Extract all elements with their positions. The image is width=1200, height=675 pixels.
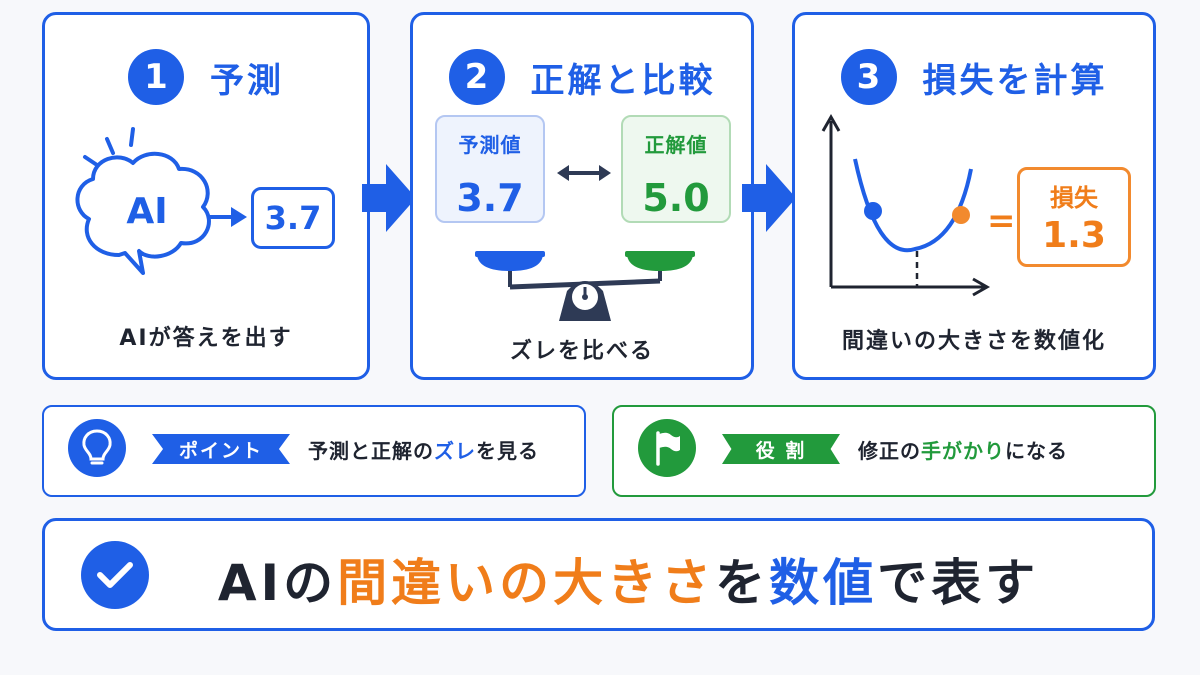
balance-scale-icon <box>475 251 695 321</box>
step1-header: 1 予測 <box>45 49 367 105</box>
flag-icon <box>638 419 696 477</box>
point-text: 予測と正解のズレを見る <box>308 435 539 464</box>
summary-part-e: で表す <box>877 554 1040 612</box>
step3-caption: 間違いの大きさを数値化 <box>841 329 1106 354</box>
thought-bubble-icon <box>75 127 211 275</box>
predicted-value: 3.7 <box>456 176 524 220</box>
flow-arrow-icon <box>362 164 416 232</box>
step1-title: 予測 <box>210 60 284 101</box>
compare-arrows-icon <box>557 165 611 181</box>
true-value: 5.0 <box>642 176 710 220</box>
role-text-highlight-2: がかり <box>942 439 1005 463</box>
checkmark-icon <box>81 541 149 609</box>
summary-part-c: を <box>715 554 770 612</box>
role-text-a: 修正の <box>858 439 921 463</box>
step2-caption: ズレを比べる <box>509 339 654 364</box>
summary-box: AIの間違いの大きさを数値で表す <box>42 518 1155 631</box>
equals-sign: = <box>987 201 1016 241</box>
step2-title: 正解と比較 <box>530 60 716 101</box>
loss-label: 損失 <box>1050 184 1098 212</box>
summary-part-a: AIの <box>217 554 338 612</box>
flow-arrow-icon <box>742 164 796 232</box>
step1-panel: 1 予測 AI 3.7 AIが答えを出す <box>42 12 370 380</box>
true-value-label: 正解値 <box>644 133 708 157</box>
prediction-value-box: 3.7 <box>251 187 335 249</box>
loss-curve-graph-icon <box>821 113 991 297</box>
role-tag: 役 割 <box>722 434 840 464</box>
summary-highlight-error: 間違いの大きさ <box>337 554 716 612</box>
role-tag-label: 役 割 <box>755 439 807 462</box>
arrow-right-icon <box>207 207 247 227</box>
point-text-a: 予測と正解の <box>308 439 434 463</box>
point-tag-label: ポイント <box>178 439 263 462</box>
step2-number: 2 <box>448 49 505 105</box>
lightbulb-icon <box>68 419 126 477</box>
loss-value-box: 損失 1.3 <box>1017 167 1131 267</box>
predicted-value-card: 予測値 3.7 <box>435 115 545 223</box>
role-text: 修正の手がかりになる <box>858 435 1068 464</box>
step3-number: 3 <box>840 49 897 105</box>
role-text-highlight-1: 手 <box>921 439 942 463</box>
point-tag: ポイント <box>152 434 290 464</box>
step3-title: 損失を計算 <box>922 60 1108 101</box>
summary-message: AIの間違いの大きさを数値で表す <box>45 543 1152 615</box>
point-text-b: を見る <box>476 439 539 463</box>
summary-highlight-number: 数値 <box>769 554 878 612</box>
ai-label: AI <box>126 191 168 232</box>
step1-caption: AIが答えを出す <box>119 326 293 351</box>
point-text-highlight: ズレ <box>434 439 476 463</box>
true-value-card: 正解値 5.0 <box>621 115 731 223</box>
point-box: ポイント 予測と正解のズレを見る <box>42 405 586 497</box>
role-text-b: になる <box>1005 439 1068 463</box>
step2-header: 2 正解と比較 <box>413 49 751 105</box>
step1-number: 1 <box>128 49 184 105</box>
step3-header: 3 損失を計算 <box>795 49 1153 105</box>
role-box: 役 割 修正の手がかりになる <box>612 405 1156 497</box>
predicted-value-label: 予測値 <box>458 133 522 157</box>
loss-value: 1.3 <box>1042 215 1106 256</box>
step2-panel: 2 正解と比較 予測値 3.7 正解値 5.0 ズレを比べる <box>410 12 754 380</box>
step3-panel: 3 損失を計算 = 損失 1.3 間違いの大きさを数値化 <box>792 12 1156 380</box>
